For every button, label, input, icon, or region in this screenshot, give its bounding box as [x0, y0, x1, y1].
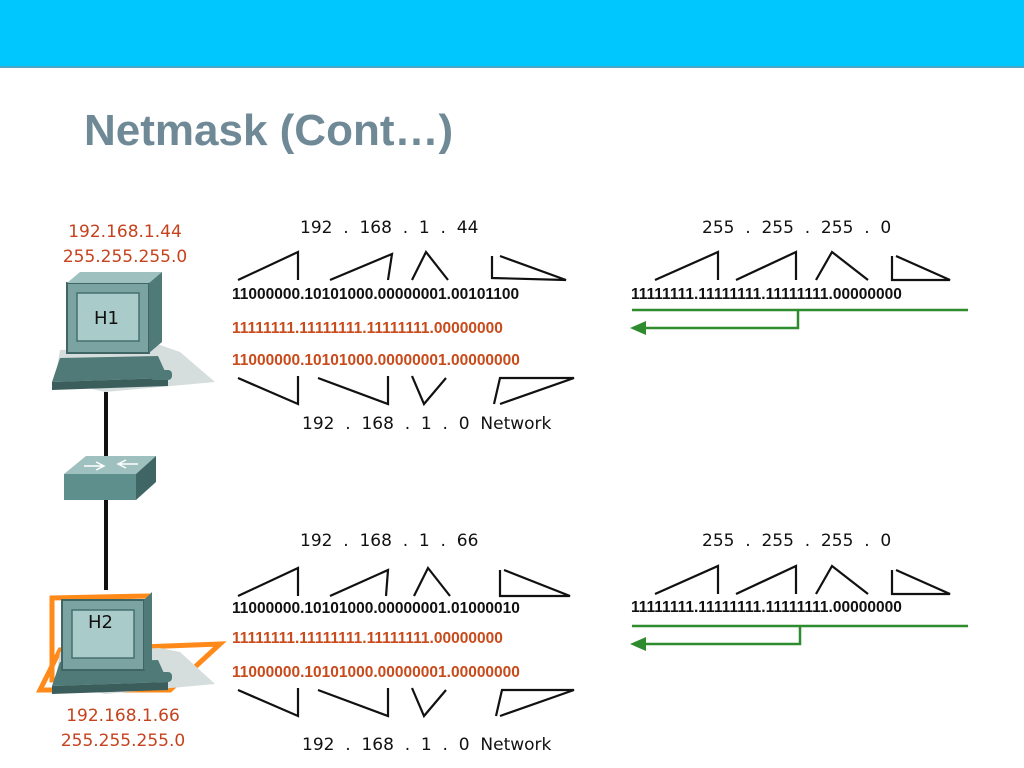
h1-mask: 255.255.255.0	[62, 247, 188, 267]
h1-address: 192.168.1.44 255.255.255.0	[60, 220, 190, 270]
host-label-h2: H2	[88, 612, 113, 633]
computer-h2-icon	[35, 592, 227, 694]
h2-address: 192.168.1.66 255.255.255.0	[58, 704, 188, 754]
octet-brackets-h2-bottom	[237, 687, 575, 719]
h2-ip: 192.168.1.66	[66, 706, 180, 726]
h2-mask-binary-right: 11111111.11111111.11111111.00000000	[631, 599, 902, 616]
arrowhead-h2-icon	[630, 637, 646, 651]
h1-mask-binary: 11111111.11111111.11111111.00000000	[232, 320, 503, 337]
octet-brackets-h1-top	[237, 249, 567, 282]
octet-brackets-h2-top	[237, 565, 571, 598]
h1-network-binary: 11000000.10101000.00000001.00000000	[232, 352, 520, 369]
octet-brackets-h1-mask	[654, 250, 951, 282]
h1-mask-binary-right: 11111111.11111111.11111111.00000000	[631, 286, 902, 303]
h2-network-binary: 11000000.10101000.00000001.00000000	[232, 664, 520, 681]
arrow-mask-h2-icon	[632, 624, 968, 646]
octet-brackets-h2-mask	[654, 564, 951, 596]
h1-ip: 192.168.1.44	[68, 222, 182, 242]
h2-mask-decimal: 255 . 255 . 255 . 0	[702, 531, 892, 551]
h1-ip-binary: 11000000.10101000.00000001.00101100	[232, 286, 520, 303]
h1-network-decimal: 192 . 168 . 1 . 0 Network	[302, 414, 552, 434]
h2-network-decimal: 192 . 168 . 1 . 0 Network	[302, 735, 552, 755]
h1-ip-decimal: 192 . 168 . 1 . 44	[300, 218, 479, 238]
octet-brackets-h1-bottom	[237, 375, 575, 407]
h2-ip-decimal: 192 . 168 . 1 . 66	[300, 531, 479, 551]
switch-icon	[64, 456, 156, 500]
h2-mask: 255.255.255.0	[60, 731, 186, 751]
host-label-h1: H1	[94, 308, 119, 329]
h1-mask-decimal: 255 . 255 . 255 . 0	[702, 218, 892, 238]
h2-mask-binary: 11111111.11111111.11111111.00000000	[232, 630, 503, 647]
computer-h1-icon	[52, 272, 215, 392]
header-bar	[0, 0, 1024, 68]
slide-title: Netmask (Cont…)	[84, 106, 454, 155]
arrow-mask-h1-icon	[632, 308, 968, 330]
arrowhead-h1-icon	[630, 321, 646, 335]
h2-ip-binary: 11000000.10101000.00000001.01000010	[232, 600, 520, 617]
